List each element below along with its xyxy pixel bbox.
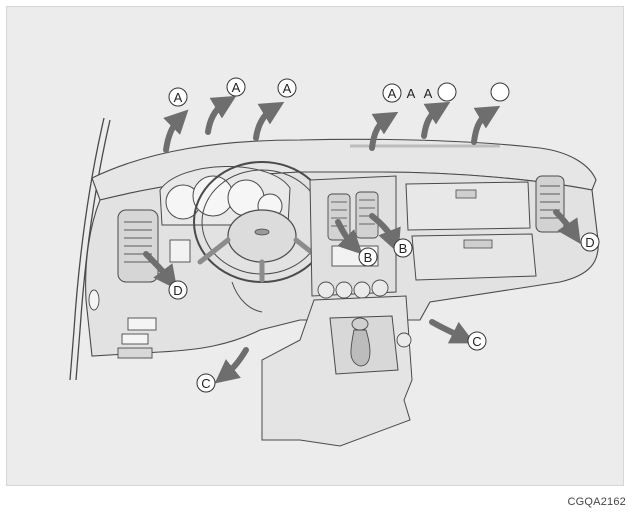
arrow-b-2 <box>369 213 401 254</box>
svg-text:D: D <box>173 283 182 298</box>
figure-code: CGQA2162 <box>567 496 626 508</box>
label-d-1: D <box>168 280 188 300</box>
a-pillar <box>69 117 111 381</box>
glove-box <box>405 181 537 281</box>
label-a-1: A <box>168 87 188 107</box>
airflow-arrows <box>143 95 581 384</box>
svg-text:A: A <box>232 80 241 95</box>
label-a-3: A <box>277 78 297 98</box>
label-a-2: A <box>226 77 246 97</box>
label-a-4: A <box>382 83 402 103</box>
arrow-d-2 <box>553 209 581 244</box>
label-a-5: A <box>407 86 416 101</box>
vent-labels: A A A A A A B B D D C C <box>168 77 600 393</box>
svg-text:A: A <box>283 81 292 96</box>
label-a-6: A <box>424 86 433 101</box>
label-b-2: B <box>393 238 413 258</box>
arrow-a-1 <box>163 109 189 153</box>
arrow-c-2 <box>214 347 249 384</box>
label-c-2: C <box>196 373 216 393</box>
label-d-2: D <box>580 232 600 252</box>
center-stack <box>309 175 397 299</box>
svg-text:D: D <box>585 235 594 250</box>
arrow-c-1 <box>429 319 475 344</box>
svg-text:B: B <box>364 250 373 265</box>
svg-text:A: A <box>174 90 183 105</box>
label-empty-circle-1 <box>437 82 457 102</box>
arrow-b-1 <box>335 219 363 255</box>
label-c-1: C <box>467 331 487 351</box>
svg-text:B: B <box>399 241 408 256</box>
label-empty-circle-2 <box>490 82 510 102</box>
arrow-a-2 <box>205 95 237 135</box>
arrow-a-5 <box>421 101 451 139</box>
left-switch-panel <box>88 289 157 359</box>
arrow-a-4 <box>369 111 399 151</box>
center-console <box>261 295 413 447</box>
right-side-vent <box>535 175 565 233</box>
arrow-a-6 <box>471 105 501 145</box>
svg-text:A: A <box>388 86 397 101</box>
arrow-a-3 <box>253 101 285 141</box>
arrow-d-1 <box>143 251 178 290</box>
svg-text:C: C <box>201 376 210 391</box>
svg-text:C: C <box>472 334 481 349</box>
label-b-1: B <box>358 247 378 267</box>
